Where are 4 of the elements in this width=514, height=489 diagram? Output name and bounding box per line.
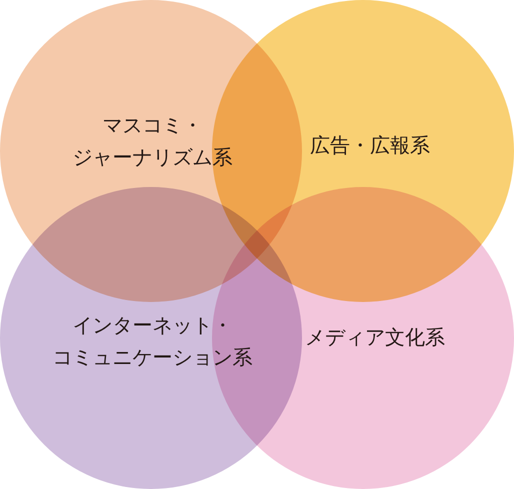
circle-label: 広告・広報系 <box>309 134 431 159</box>
circle-label: インターネット・コミュニケーション系 <box>52 314 254 371</box>
circle-label: マスコミ・ジャーナリズム系 <box>72 114 234 171</box>
circle-label: メディア文化系 <box>304 326 446 351</box>
